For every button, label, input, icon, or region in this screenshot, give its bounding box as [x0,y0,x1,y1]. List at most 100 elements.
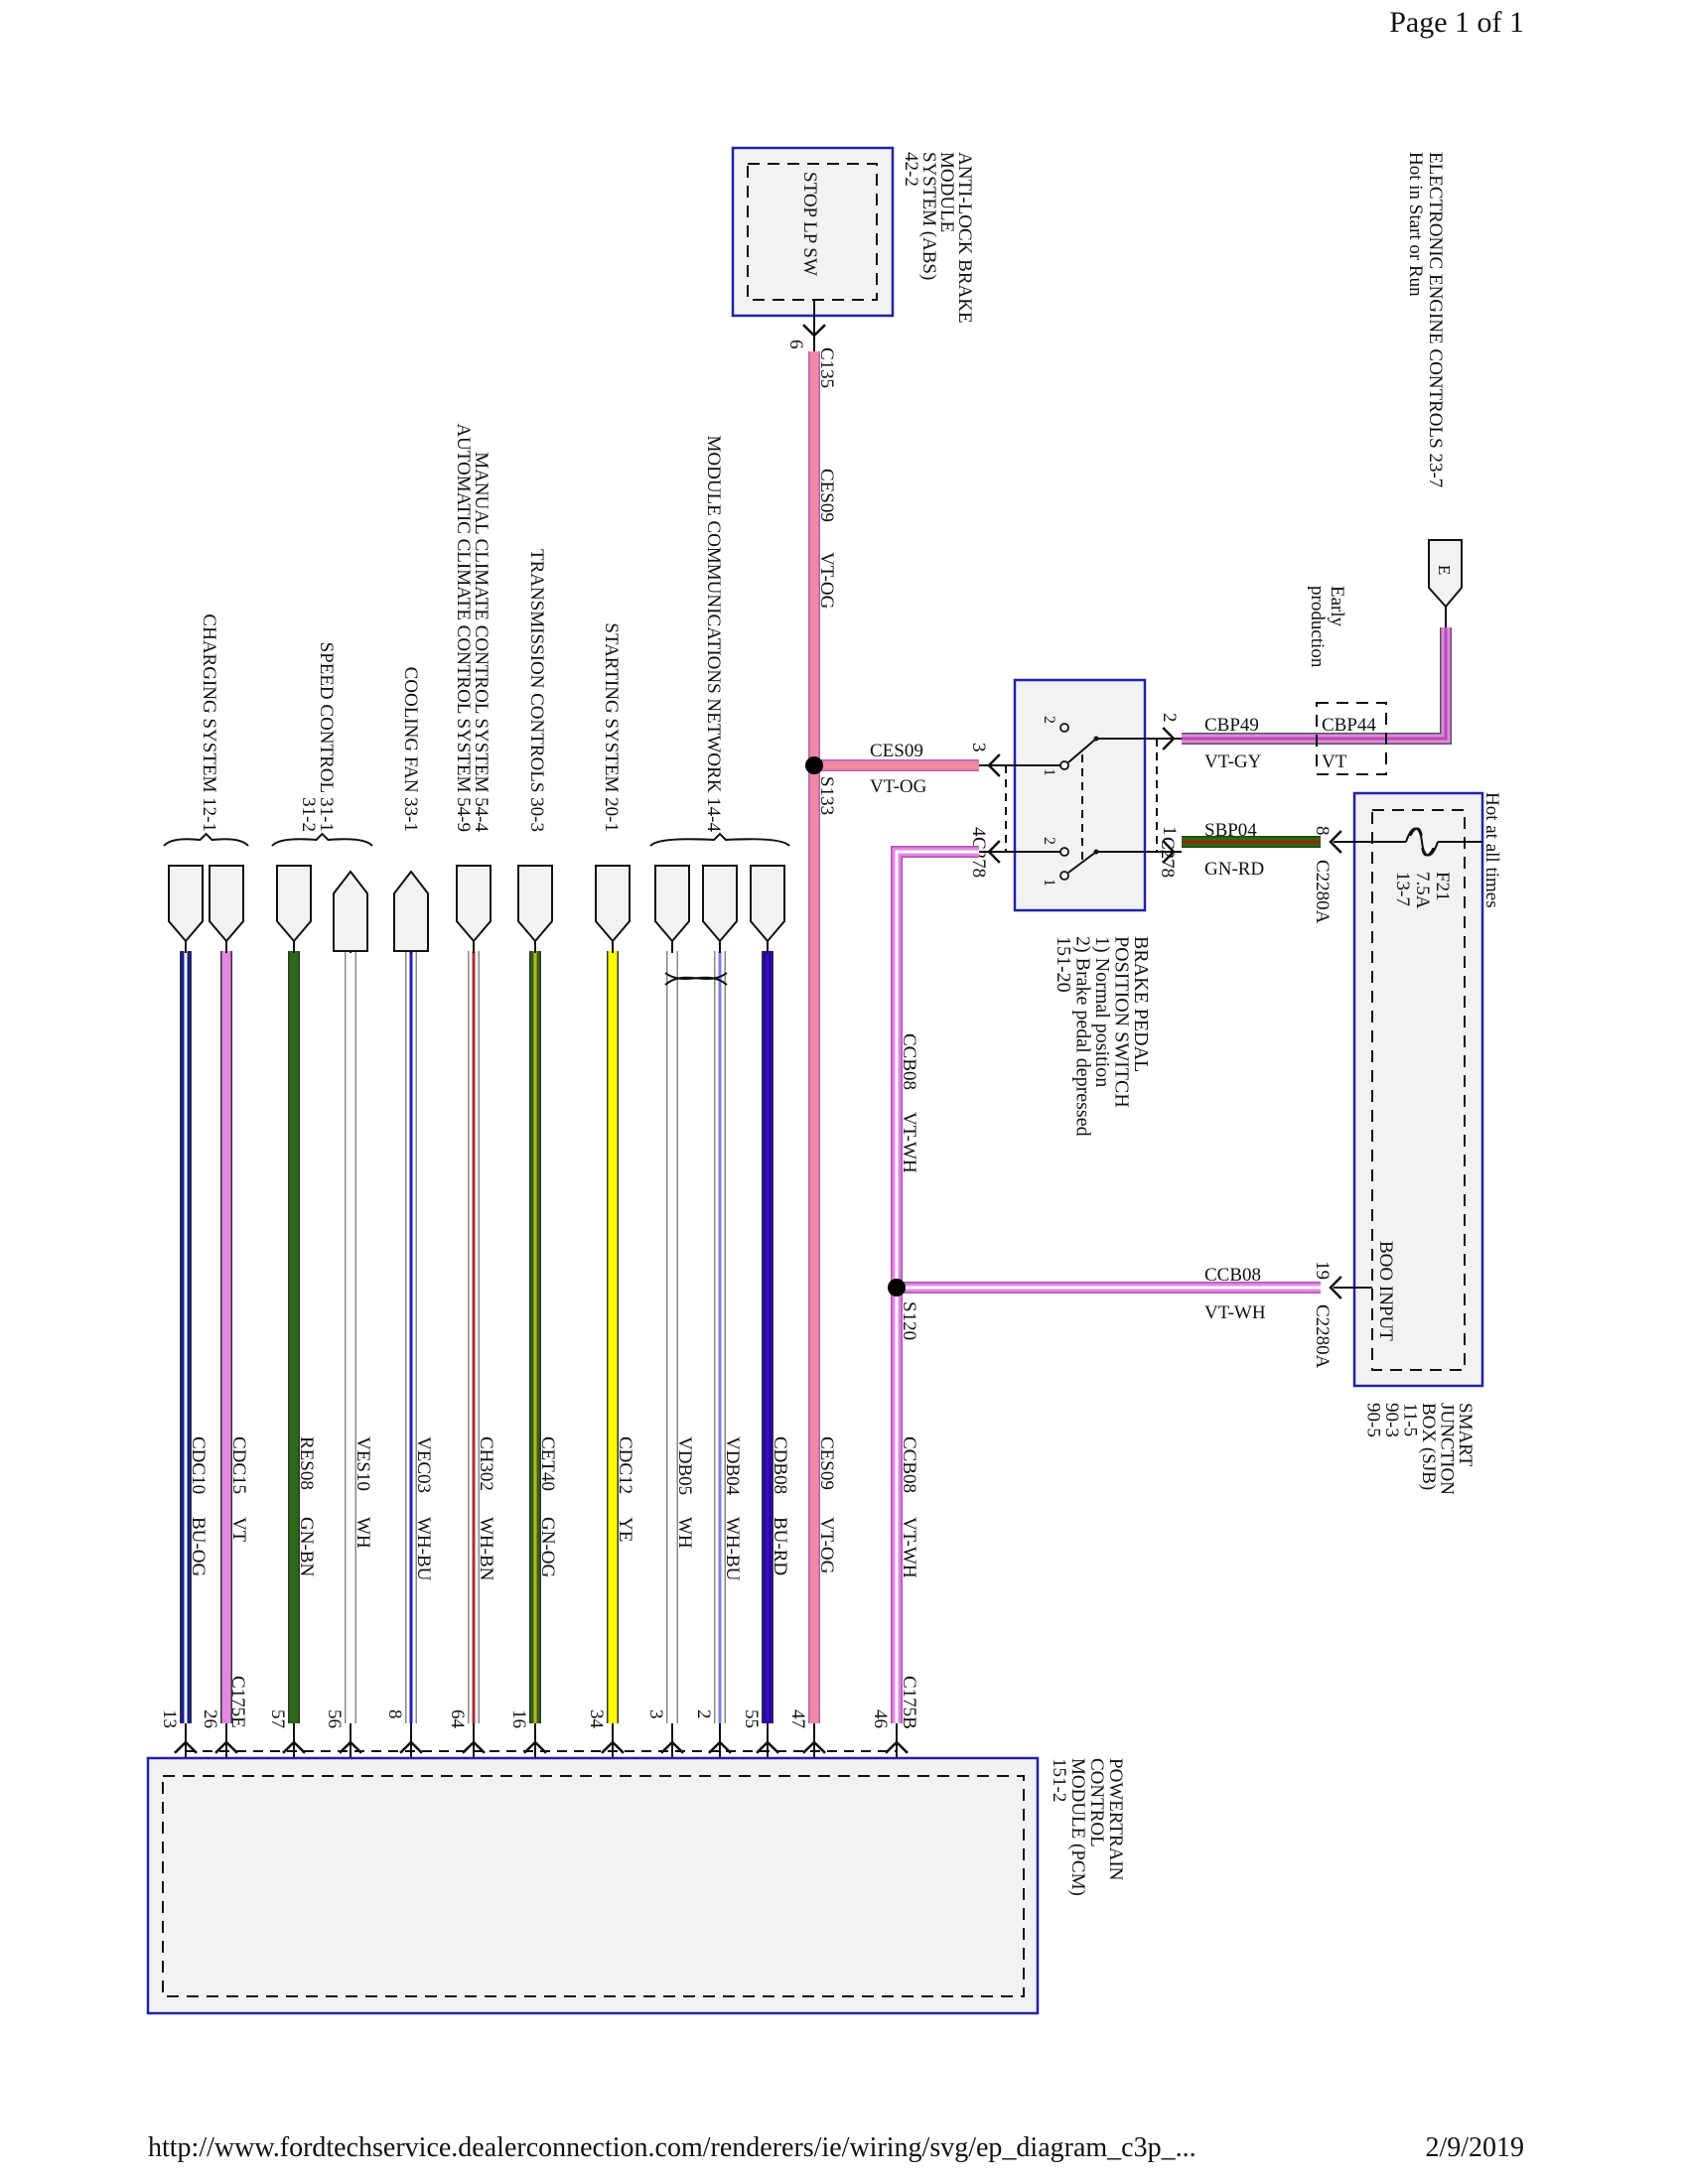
brake-switch-title: 1) Normal position [1091,936,1113,1087]
sjb-pin-boo-input: BOO INPUT [1375,1241,1396,1341]
connector-c2280a-arrow-icon [1329,1276,1342,1299]
abs-title: ANTI-LOCK BRAKE [954,152,975,324]
connector-c175-arrow-icon [660,1740,684,1754]
contact-label: 2 [1041,837,1057,845]
inline-connector-shape [654,865,690,943]
wire-label-cbp49: CBP49 [1204,715,1259,736]
pcm-pin-number: 55 [741,1709,762,1728]
twisted-pair-icon [664,972,728,986]
connector-c175-arrow-icon [756,1740,779,1754]
inline-connector-shape [517,865,553,943]
group-label: MANUAL CLIMATE CONTROL SYSTEM 54-4 [471,452,492,832]
wire-label-ces09: CES09 [816,469,837,522]
group-label: CHARGING SYSTEM 12-1 [199,614,219,832]
wire-label-res08: RES08 [296,1436,317,1490]
wire-label-ccb08: CCB08 [899,1436,919,1493]
group-label: SPEED CONTROL 31-1 [316,642,337,832]
pcm-pin-number: 2 [693,1709,714,1719]
wire-label-ccb08: CCB08 [899,1033,919,1090]
pin-number-8: 8 [1312,826,1333,836]
wire-color-ves10: WH [352,1517,373,1549]
pin-number: 1 [1159,826,1180,836]
pcm-pin-number: 26 [200,1709,220,1728]
fuse-reference: 13-7 [1392,872,1413,906]
wire-color-ccb08: VT-WH [899,1112,919,1173]
switch-contact-1 [1059,760,1069,770]
brake-switch-title: BRAKE PEDAL [1130,936,1152,1072]
wire-color-ces09: VT-OG [816,1517,837,1574]
group-brace [163,832,249,847]
wire-label-vdb04: VDB04 [722,1436,743,1496]
connector-c278-arrow-icon [1162,727,1176,751]
pcm-pin-number: 34 [586,1709,607,1729]
pin-number-6: 6 [785,340,806,349]
group-brace [649,832,790,847]
wire-label-cdc15: CDC15 [228,1436,249,1494]
splice-label-s133: S133 [816,776,837,815]
abs-title: 42-2 [901,152,921,187]
wire-color-vec03: WH-BU [413,1517,434,1581]
pcm-title: POWERTRAIN [1105,1758,1126,1881]
pcm-pin-number: 16 [508,1709,529,1728]
connector-c175-arrow-icon [462,1740,486,1754]
brake-switch-title: POSITION SWITCH [1111,936,1133,1108]
switch-contact-2 [1059,847,1069,857]
pcm-pin-number: 8 [384,1709,405,1719]
connector-c175-arrow-icon [802,1740,826,1754]
connector-c175-arrow-icon [214,1740,238,1754]
pcm-pin-number: 3 [645,1709,666,1719]
sjb-title: JUNCTION [1437,1403,1458,1495]
sjb-internal-outline [1371,809,1466,1371]
pcm-pin-number: 57 [267,1709,288,1728]
connector-c2280a-arrow-icon [1329,830,1342,854]
wire-color-ccb08-branch: VT-WH [1204,1302,1266,1323]
contact-label: 1 [1041,879,1057,887]
wire-cbp49 [1182,627,1452,745]
sjb-title: 90-3 [1381,1403,1402,1437]
hot-at-all-times-label: Hot at all times [1481,792,1502,908]
contact-label: 2 [1041,716,1057,724]
pcm-pin-number: 64 [447,1709,468,1729]
wire-label-sbp04: SBP04 [1204,820,1257,841]
sjb-title: BOX (SJB) [1418,1403,1439,1490]
wire-color-cdb08: BU-RD [770,1517,790,1575]
connector-c175-arrow-icon [708,1740,732,1754]
brake-pedal-position-switch [1013,678,1147,912]
connector-c175-arrow-icon [339,1740,362,1754]
group-label: STARTING SYSTEM 20-1 [601,622,622,832]
wire-label-ces09-branch: CES09 [870,741,923,761]
wire-color-cdc12: YE [615,1517,635,1542]
wire-color-cdc15: VT [228,1517,249,1543]
early-production-label: Early [1327,586,1347,627]
pin-number: 3 [968,743,989,752]
pin-number: 2 [1159,713,1180,723]
connector-c2280a-label: C2280A [1312,1304,1333,1369]
connector-c278-arrow-icon [987,753,1001,777]
eec-title: ELECTRONIC ENGINE CONTROLS 23-7 [1425,152,1446,487]
wire-label-ces09: CES09 [816,1436,837,1490]
pcm-title: CONTROL [1086,1758,1107,1847]
inline-connector-shape [595,865,631,943]
group-label: TRANSMISSION CONTROLS 30-3 [526,549,547,832]
wire-label-ccb08-branch: CCB08 [1204,1265,1261,1286]
sjb-title: 11-5 [1400,1403,1421,1436]
connector-c175-arrow-icon [885,1740,909,1754]
group-label: AUTOMATIC CLIMATE CONTROL SYSTEM 54-9 [453,423,474,832]
connector-c175-arrow-icon [282,1740,306,1754]
pcm-pin-number: 46 [870,1709,891,1728]
wire-label-ch302: CH302 [476,1436,496,1491]
inline-connector-shape [702,865,738,943]
inline-connector-shape [209,865,244,943]
pin-number-19: 19 [1312,1261,1333,1280]
connector-e-shape [1428,539,1463,609]
connector-c278-label: C278 [1157,837,1178,878]
pcm-pin-number: 47 [787,1709,808,1728]
wire-color-cdc10: BU-OG [188,1517,209,1576]
smart-junction-box [1352,791,1484,1388]
wire-label-cet40: CET40 [537,1436,558,1491]
sjb-title: 90-5 [1363,1403,1384,1437]
sjb-title: SMART [1455,1403,1476,1467]
contact-label: 1 [1041,768,1057,776]
wire-color-ces09: VT-OG [816,552,837,610]
abs-module [731,146,895,318]
